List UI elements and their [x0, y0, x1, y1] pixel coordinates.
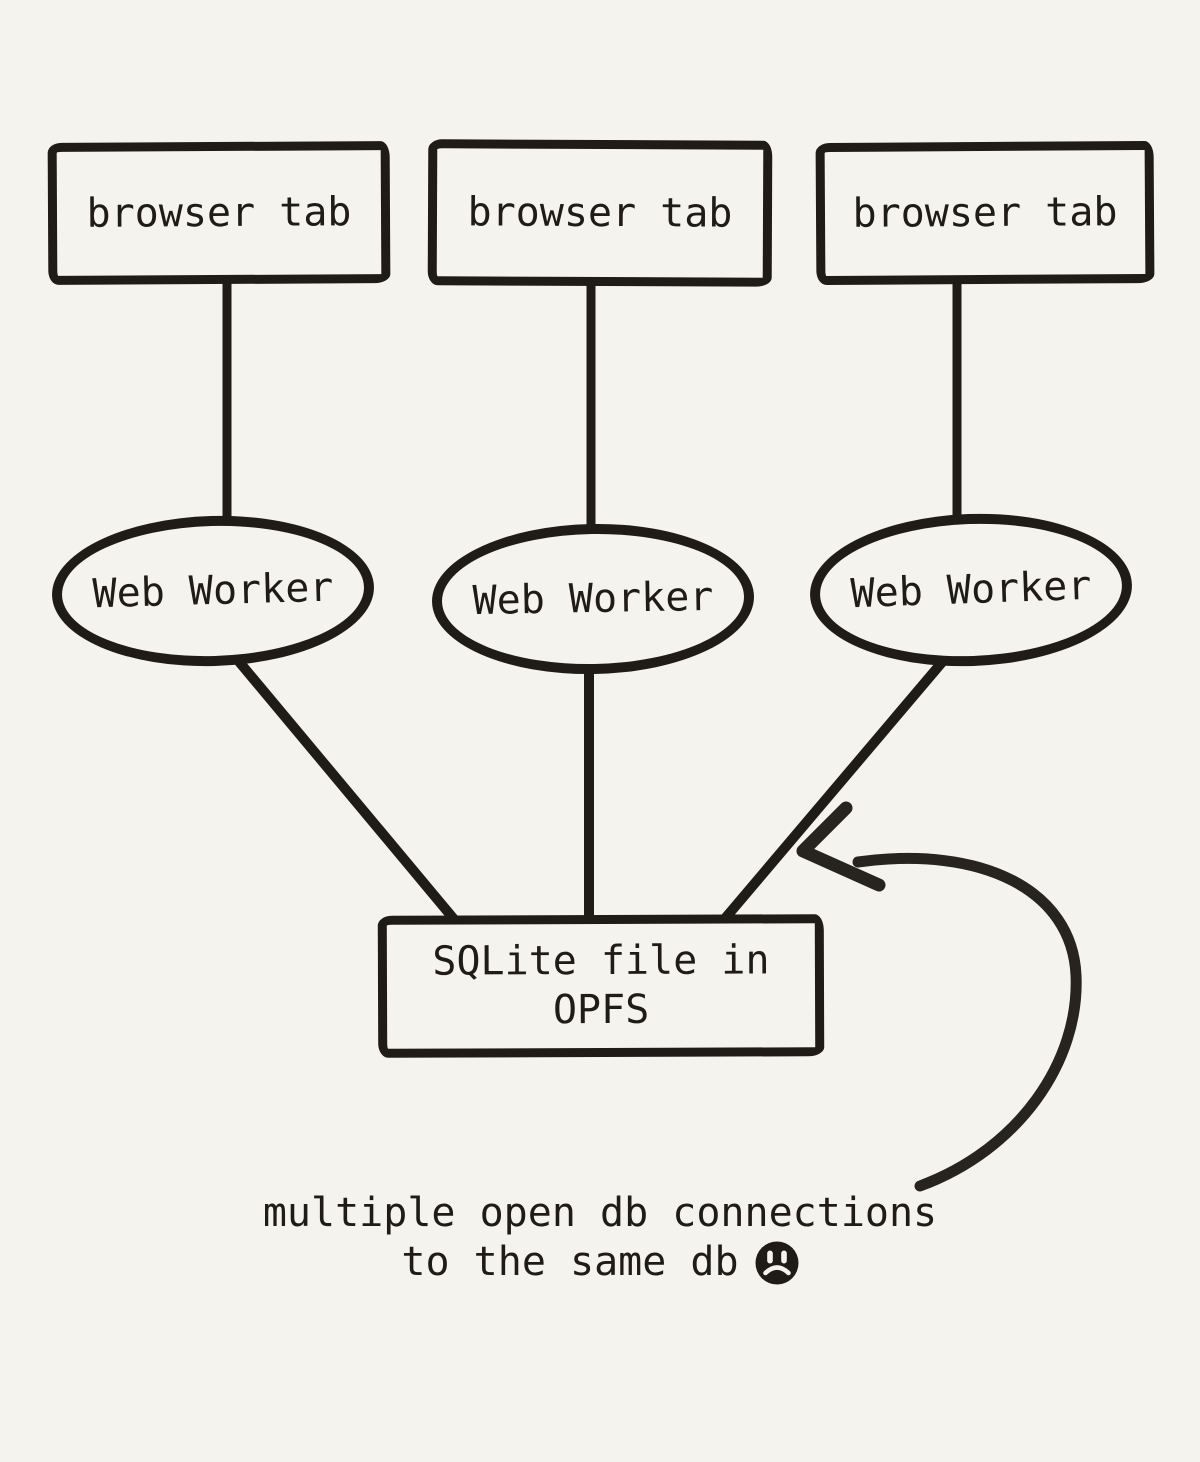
browser-tab-label: browser tab — [86, 188, 352, 237]
web-worker-label: Web Worker — [849, 562, 1093, 617]
sqlite-opfs-label: SQLite file in OPFS — [432, 937, 770, 1034]
web-worker-ellipse-1: Web Worker — [49, 511, 377, 671]
web-worker-ellipse-2: Web Worker — [430, 521, 756, 677]
sad-face-icon — [755, 1241, 799, 1284]
web-worker-label: Web Worker — [91, 564, 334, 617]
browser-tab-label: browser tab — [852, 188, 1118, 237]
caption: multiple open db connections to the same… — [0, 1190, 1200, 1286]
curved-annotation-arrow — [852, 853, 1082, 1192]
browser-tab-box-2: browser tab — [427, 139, 773, 287]
connector-worker3-db — [717, 655, 949, 927]
caption-line-2-text: to the same db — [401, 1239, 739, 1285]
connector-worker1-db — [231, 653, 463, 929]
caption-line-2: to the same db — [0, 1239, 1200, 1286]
web-worker-ellipse-3: Web Worker — [807, 508, 1135, 672]
sqlite-opfs-box: SQLite file in OPFS — [377, 914, 825, 1058]
browser-tab-box-3: browser tab — [815, 140, 1155, 286]
web-worker-label: Web Worker — [472, 573, 714, 624]
caption-line-1: multiple open db connections — [262, 1190, 938, 1236]
browser-tab-box-1: browser tab — [47, 141, 391, 285]
browser-tab-label: browser tab — [467, 189, 733, 237]
annotation-arrowhead — [796, 801, 886, 892]
